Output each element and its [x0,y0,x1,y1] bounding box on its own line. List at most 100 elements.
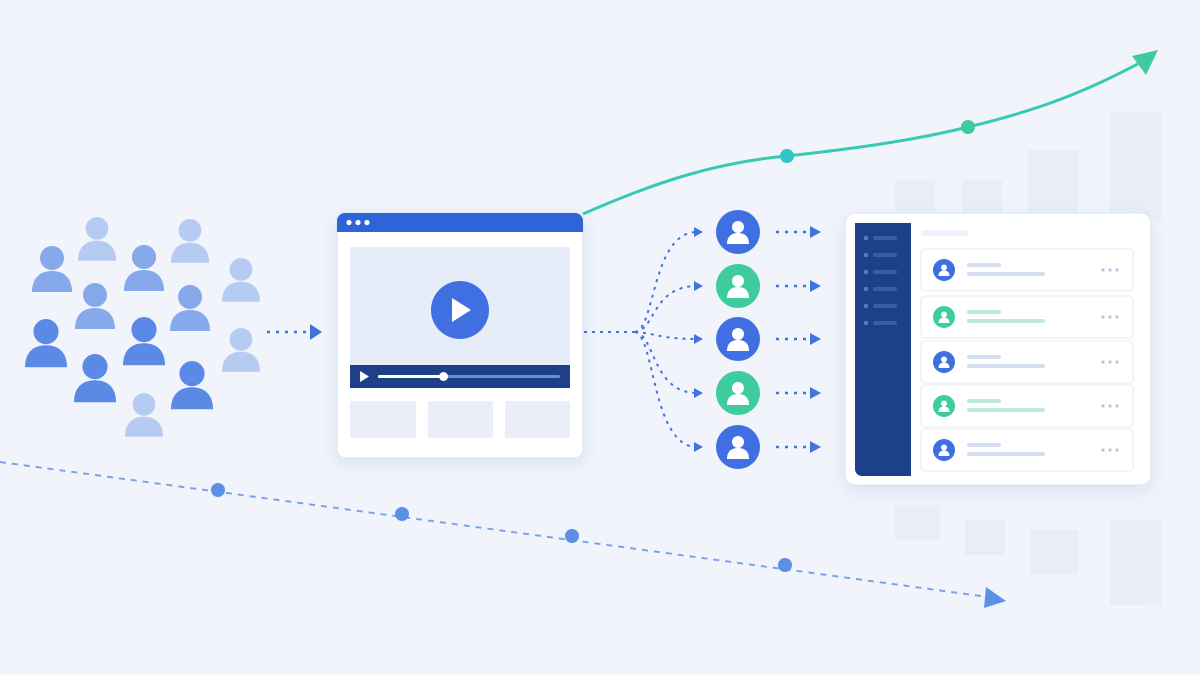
more-dots-icon[interactable] [1101,360,1119,364]
downward-trend-marker [395,507,409,521]
arrow-right-icon [694,281,703,291]
person-body [75,308,115,329]
bg-bar [1030,530,1078,575]
sidebar-menu-item[interactable] [863,252,897,258]
downward-trend-marker [211,483,225,497]
row-text-placeholder [967,319,1045,323]
person-head [179,361,205,387]
user-icon [727,382,749,405]
window-dot [346,219,352,226]
person-icon [32,246,72,292]
window-dot [364,219,370,226]
row-text-placeholder [967,364,1045,368]
progress-handle[interactable] [439,372,449,381]
sidebar-menu [863,235,897,326]
lead-row[interactable] [920,295,1134,339]
person-icon [123,317,165,366]
person-head [85,217,109,240]
user-icon [727,275,749,298]
play-icon [452,298,471,322]
fanout-branch [634,331,698,340]
small-play-icon[interactable] [360,371,369,382]
person-head [178,285,202,309]
person-icon [222,258,260,302]
lead-row-card[interactable] [920,340,1134,384]
crowd-to-video-arrow [267,324,322,340]
lead-row-card[interactable] [920,384,1134,428]
person-body [32,271,72,292]
person-head [40,246,64,270]
lead-row[interactable] [920,428,1134,472]
person-body [171,242,209,263]
lead-row[interactable] [920,384,1134,428]
person-body [222,281,260,302]
person-body [125,416,163,437]
user-icon [938,356,950,368]
user-icon [938,444,950,456]
lead-avatar[interactable] [716,425,760,469]
more-dots-icon[interactable] [1101,268,1119,272]
person-head [132,245,156,269]
sidebar-menu-item[interactable] [863,235,897,241]
person-body [74,380,116,403]
person-icon [75,283,115,329]
play-button[interactable] [431,281,489,339]
person-body [123,343,165,366]
person-icon [125,393,163,437]
person-head [132,393,156,416]
row-avatar [933,351,955,373]
fanout-branch [634,331,698,394]
user-icon [727,328,749,351]
user-icon [727,436,749,459]
more-dots-icon[interactable] [1101,315,1119,319]
lead-list [716,210,821,469]
arrow-right-icon [694,334,703,344]
lead-row-card[interactable] [920,295,1134,339]
row-text-placeholder [967,263,1001,267]
sidebar-menu-item[interactable] [863,269,897,275]
person-icon [124,245,164,291]
lead-avatar[interactable] [716,210,760,254]
more-dots-icon[interactable] [1101,404,1119,408]
lead-avatar[interactable] [716,317,760,361]
video-thumbnail[interactable] [428,401,493,438]
person-icon [171,361,213,410]
person-body [222,351,260,372]
row-avatar [933,439,955,461]
arrow-right-icon [810,333,821,345]
bg-bar [1110,520,1162,605]
lead-row[interactable] [920,248,1134,292]
upward-trend-line [582,58,1146,216]
sidebar-menu-item[interactable] [863,303,897,309]
sidebar-menu-item[interactable] [863,286,897,292]
dashboard-sidebar [855,223,911,476]
dashboard-header-placeholder [921,230,969,236]
video-thumbnail[interactable] [505,401,570,438]
lead-avatar[interactable] [716,371,760,415]
lead-avatar[interactable] [716,264,760,308]
more-dots-icon[interactable] [1101,448,1119,452]
downward-trend-marker [565,529,579,543]
person-head [178,219,202,242]
user-icon [938,400,950,412]
row-avatar [933,306,955,328]
bg-bar [1028,150,1078,220]
bg-bar [895,180,935,220]
bg-bar [962,180,1002,220]
audience-crowd [25,217,260,437]
person-icon [74,354,116,403]
upward-trend-marker [961,120,975,134]
lead-row-card[interactable] [920,428,1134,472]
lead-row[interactable] [920,340,1134,384]
arrow-right-icon [810,226,821,238]
video-thumbnail[interactable] [350,401,416,438]
person-head [229,258,253,281]
person-head [229,328,253,351]
lead-row-card[interactable] [920,248,1134,292]
downward-trend-arrowhead [984,587,1006,608]
person-body [170,310,210,331]
person-body [78,240,116,261]
sidebar-menu-item[interactable] [863,320,897,326]
arrow-right-icon [810,441,821,453]
